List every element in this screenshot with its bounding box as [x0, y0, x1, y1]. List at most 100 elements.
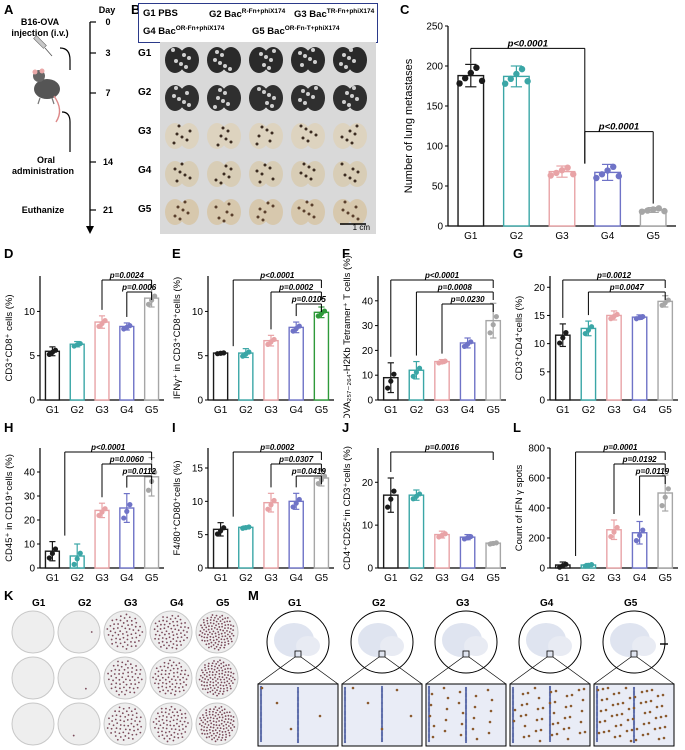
- data-point: [127, 323, 133, 329]
- lung-specimen: [207, 123, 241, 149]
- p-value-label: p=0.0307: [278, 455, 314, 464]
- y-tick-label: 10: [192, 307, 204, 318]
- data-point: [524, 78, 531, 85]
- lung-specimen: [291, 123, 325, 149]
- x-tick-label: G5: [315, 573, 329, 584]
- data-point: [478, 77, 486, 85]
- y-tick-label: 200: [426, 62, 443, 73]
- x-tick-label: G4: [633, 405, 647, 416]
- row-label-g3: G3: [138, 126, 152, 137]
- row-label-g1: G1: [138, 48, 152, 59]
- y-tick-label: 10: [192, 497, 204, 508]
- bar-g1: [457, 74, 485, 227]
- elispot-panel: G1 G2 G3 G4 G5: [10, 598, 245, 748]
- lung-specimen: [249, 85, 283, 111]
- lung-row-labels: G1 G2 G3 G4 G5: [138, 42, 160, 234]
- y-tick-label: 50: [432, 182, 444, 193]
- bar-g4: [288, 500, 304, 569]
- y-axis-label: CD4⁺CD25⁺in CD3⁺cells (%): [342, 446, 353, 570]
- data-point: [473, 64, 480, 71]
- lung-specimen: [291, 47, 325, 73]
- p-value-label: p=0.0112: [121, 467, 156, 476]
- y-tick-label: 0: [197, 396, 203, 407]
- data-point: [271, 336, 277, 343]
- bar-g1: [212, 352, 229, 401]
- x-tick-label: G3: [264, 405, 278, 416]
- x-tick-label: G2: [410, 573, 424, 584]
- data-point: [77, 550, 83, 556]
- x-tick-label: G2: [71, 573, 85, 584]
- panel-label-c: C: [400, 2, 410, 17]
- histology-section: [257, 610, 339, 747]
- bar-g1: [44, 350, 61, 401]
- x-tick-label: G2: [410, 405, 424, 416]
- y-tick-label: 150: [426, 102, 443, 113]
- x-tick-label: G3: [607, 405, 621, 416]
- data-point: [271, 497, 277, 504]
- bar-g2: [238, 526, 254, 569]
- elispot-well: [195, 702, 239, 746]
- y-tick-label: 20: [362, 478, 374, 489]
- lung-specimen: [165, 123, 199, 149]
- data-point: [265, 506, 271, 512]
- y-tick-label: 250: [426, 22, 443, 33]
- bar-g4: [459, 342, 476, 401]
- y-tick-label: 400: [528, 504, 545, 515]
- k-col-g2: G2: [78, 598, 92, 609]
- p-value-label: p=0.0419: [291, 467, 327, 476]
- elispot-well: [149, 656, 193, 700]
- y-tick-label: 20: [534, 283, 546, 294]
- bar-g4: [119, 325, 135, 401]
- lung-photo: 1 cm: [160, 42, 376, 234]
- timeline-panel: B16-OVA injection (i.v.) Day 0 3 7 14 21…: [0, 0, 130, 240]
- bar-g3: [606, 314, 622, 401]
- x-tick-label: G4: [120, 573, 134, 584]
- p-value-label: p<0.0001: [259, 271, 295, 280]
- y-tick-label: 10: [24, 540, 36, 551]
- lung-specimen: [249, 161, 283, 187]
- y-tick-label: 30: [362, 321, 374, 332]
- bar-g2: [69, 343, 85, 401]
- y-tick-label: 10: [24, 307, 36, 318]
- x-tick-label: G2: [582, 405, 596, 416]
- x-tick-label: G2: [239, 573, 253, 584]
- x-tick-label: G4: [290, 573, 304, 584]
- data-point: [388, 496, 394, 502]
- group-legend-box: G1 PBS G2 BacR-Fn+phiX174 G3 BacTR-Fn+ph…: [138, 3, 378, 43]
- p-value-label: p=0.0012: [596, 271, 632, 280]
- bar-g5: [313, 311, 330, 401]
- k-col-g5: G5: [216, 598, 230, 609]
- histology-graphic: [257, 610, 675, 747]
- data-point: [413, 369, 419, 375]
- x-tick-label: G1: [214, 405, 228, 416]
- elispot-well: [11, 702, 55, 746]
- day-label: Day: [98, 5, 116, 15]
- p-value-label: p=0.0024: [109, 271, 145, 280]
- p-value-label: p=0.0001: [602, 443, 638, 452]
- x-tick-label: G4: [601, 231, 615, 242]
- y-tick-label: 40: [362, 296, 374, 307]
- y-tick-label: 200: [528, 534, 545, 545]
- day-21: 21: [102, 205, 113, 215]
- panel-label-a: A: [4, 2, 14, 17]
- x-tick-label: G5: [145, 573, 159, 584]
- data-point: [563, 329, 569, 336]
- panel-label-f: F: [342, 246, 350, 261]
- data-point: [638, 208, 646, 215]
- data-point: [77, 340, 83, 347]
- data-point: [614, 524, 620, 531]
- y-tick-label: 10: [534, 339, 546, 350]
- data-point: [662, 494, 668, 500]
- p-value-label: p=0.0192: [622, 455, 658, 464]
- y-tick-label: 0: [367, 564, 373, 575]
- row-label-g2: G2: [138, 87, 152, 98]
- data-point: [385, 504, 391, 510]
- lung-specimen: [291, 199, 325, 225]
- x-tick-label: G1: [46, 405, 60, 416]
- lung-specimen: [249, 47, 283, 73]
- panel-label-e: E: [172, 246, 181, 261]
- y-tick-label: 0: [437, 222, 443, 233]
- y-axis-label: IFNγ⁺ in CD3⁺CD8⁺cells (%): [172, 277, 183, 399]
